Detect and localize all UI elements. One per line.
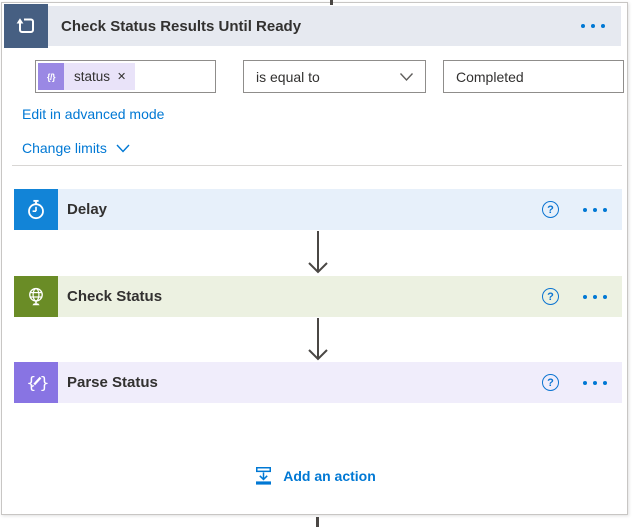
chevron-down-icon: [399, 72, 414, 81]
svg-text:}: }: [39, 373, 49, 392]
condition-left-operand-field[interactable]: {/} status ✕: [35, 60, 216, 93]
change-limits-link[interactable]: Change limits: [22, 140, 130, 156]
change-limits-label: Change limits: [22, 140, 107, 156]
timer-icon: [14, 189, 58, 230]
dynamic-content-token[interactable]: {/} status ✕: [38, 63, 136, 90]
outgoing-connector-line: [316, 517, 319, 527]
braces-pencil-icon: { }: [14, 362, 58, 403]
help-icon[interactable]: ?: [542, 201, 559, 218]
do-until-scope-card: Check Status Results Until Ready {/} sta…: [1, 2, 628, 515]
incoming-connector-line: [330, 0, 333, 5]
action-card-delay[interactable]: Delay ?: [14, 189, 622, 230]
ellipsis-menu-icon[interactable]: [581, 24, 621, 28]
svg-text:{: {: [26, 373, 36, 392]
chevron-down-icon: [116, 144, 130, 153]
help-icon[interactable]: ?: [542, 374, 559, 391]
action-title: Delay: [67, 201, 108, 218]
dynamic-content-icon: {/}: [38, 63, 64, 90]
condition-right-operand-field[interactable]: Completed: [443, 60, 624, 93]
token-remove-icon[interactable]: ✕: [117, 71, 127, 83]
connector-arrow: [308, 318, 328, 361]
insert-action-icon: [256, 467, 272, 485]
section-divider: [12, 165, 622, 166]
condition-operator-dropdown[interactable]: is equal to: [243, 60, 426, 93]
do-until-title: Check Status Results Until Ready: [61, 17, 302, 35]
do-until-header[interactable]: Check Status Results Until Ready: [48, 6, 621, 46]
do-until-loop-icon: [4, 4, 48, 48]
ellipsis-menu-icon[interactable]: [583, 294, 607, 299]
loop-icon-glyph: [16, 18, 34, 33]
action-card-check-status[interactable]: Check Status ?: [14, 276, 622, 317]
condition-value: Completed: [456, 68, 524, 85]
add-action-button[interactable]: Add an action: [2, 465, 627, 486]
help-icon[interactable]: ?: [542, 288, 559, 305]
ellipsis-menu-icon[interactable]: [583, 380, 607, 385]
action-card-parse-status[interactable]: { } Parse Status ?: [14, 362, 622, 403]
token-label: status: [74, 69, 111, 84]
operator-selected-value: is equal to: [256, 68, 320, 85]
add-action-label: Add an action: [283, 467, 376, 484]
edit-advanced-mode-link[interactable]: Edit in advanced mode: [22, 106, 165, 122]
action-title: Parse Status: [67, 374, 158, 391]
ellipsis-menu-icon[interactable]: [583, 207, 607, 212]
connector-arrow: [308, 231, 328, 274]
action-title: Check Status: [67, 288, 163, 305]
globe-icon: [14, 276, 58, 317]
